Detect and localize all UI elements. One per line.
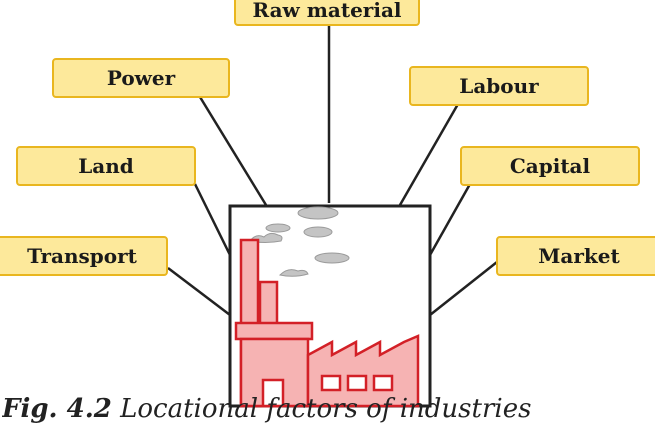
line-capital	[428, 183, 472, 256]
connector-lines	[167, 24, 498, 316]
smoke-cloud-2	[265, 223, 291, 233]
line-labour	[398, 103, 460, 206]
label-raw-material: Raw material	[234, 0, 420, 26]
label-power: Power	[52, 58, 230, 98]
figure-caption: Fig. 4.2 Locational factors of industrie…	[2, 394, 652, 429]
label-labour: Labour	[409, 66, 589, 106]
label-capital: Capital	[460, 146, 640, 186]
factory-window-3	[372, 374, 394, 392]
smoke-cloud-4	[303, 226, 333, 238]
factory-icon	[234, 238, 420, 408]
smoke-cloud-6	[278, 269, 309, 277]
label-transport: Transport	[0, 236, 168, 276]
factory-window-1	[320, 374, 342, 392]
smoke-cloud-1	[297, 206, 339, 220]
line-market	[429, 261, 498, 316]
line-power	[198, 96, 268, 206]
line-transport	[167, 267, 231, 316]
figure-number: Fig. 4.2	[2, 394, 112, 424]
label-land: Land	[16, 146, 196, 186]
figure-caption-text: Locational factors of industries	[120, 394, 532, 424]
factory-window-2	[346, 374, 368, 392]
line-land	[193, 183, 232, 256]
factory-door	[261, 378, 285, 408]
label-market: Market	[496, 236, 655, 276]
smoke-cloud-5	[314, 252, 350, 264]
factory-ledge	[234, 321, 314, 341]
